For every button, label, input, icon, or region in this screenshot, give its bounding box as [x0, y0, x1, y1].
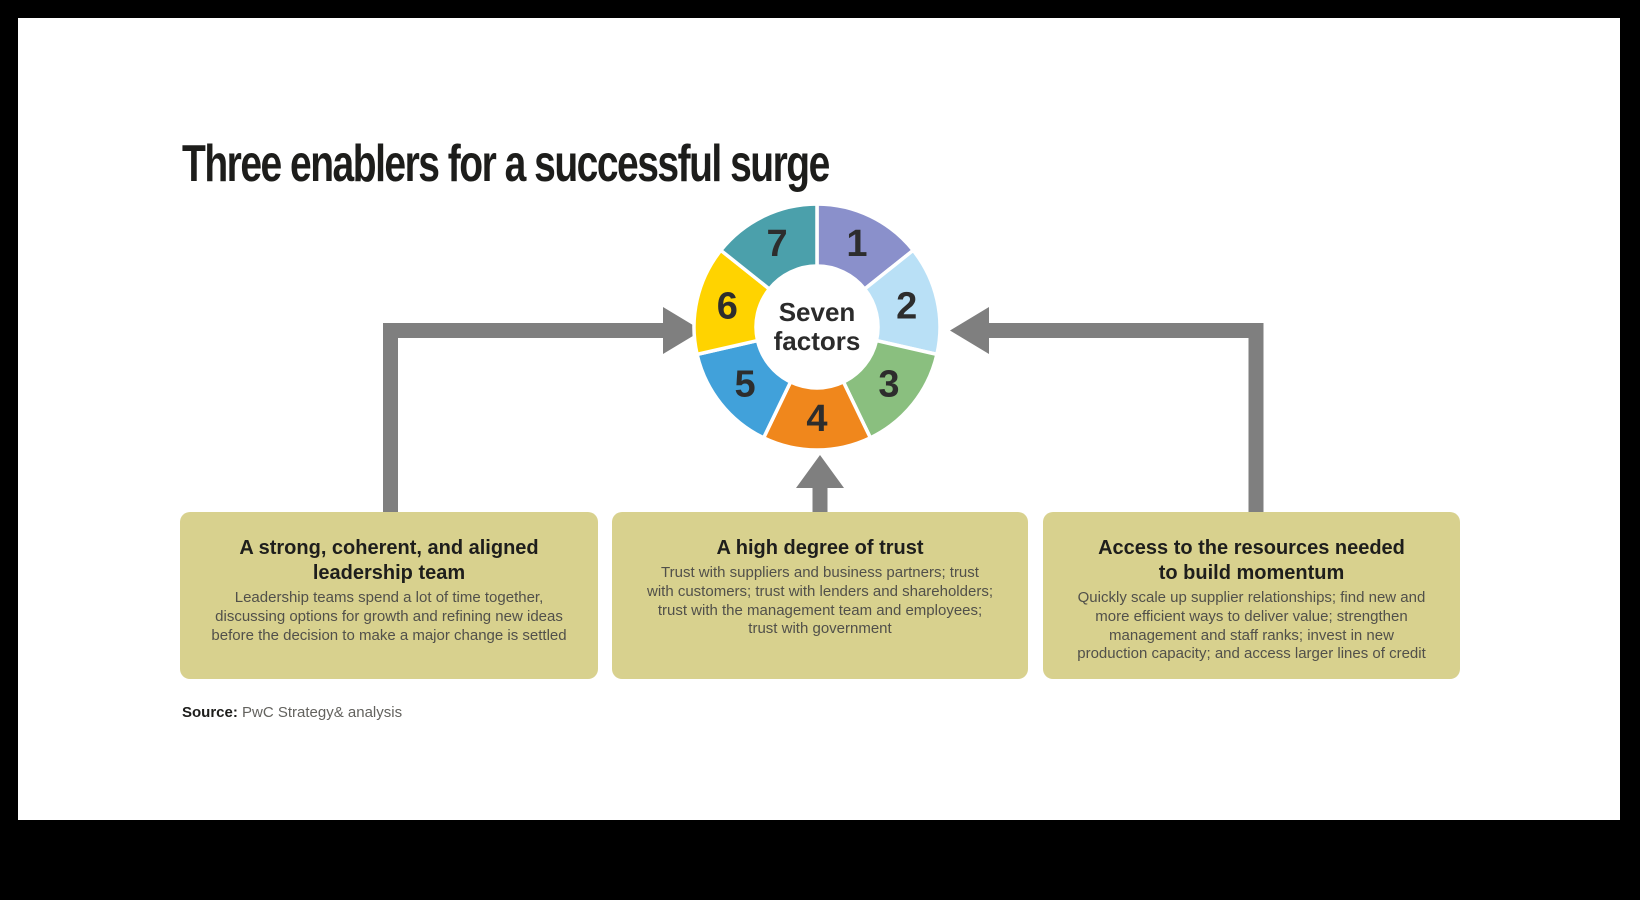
box-heading: A strong, coherent, and aligned leadersh…: [239, 537, 539, 584]
source-line: Source: PwC Strategy& analysis: [182, 704, 402, 721]
donut-segment-number-2: 2: [896, 286, 917, 328]
donut-segment-number-3: 3: [878, 363, 899, 405]
enabler-box-leadership: A strong, coherent, and aligned leadersh…: [180, 512, 598, 679]
box-heading: A high degree of trust: [716, 537, 924, 559]
enabler-box-trust: A high degree of trust Trust with suppli…: [612, 512, 1028, 679]
source-label: Source:: [182, 704, 238, 721]
box-body: Trust with suppliers and business partne…: [647, 564, 993, 638]
arrow-middle: [796, 455, 844, 512]
donut-segment-number-6: 6: [717, 286, 738, 328]
enabler-box-resources: Access to the resources needed to build …: [1043, 512, 1460, 679]
donut-center-label: Seven factors: [773, 297, 861, 356]
seven-factors-diagram: 12 3 4 5 67: [383, 202, 1264, 512]
donut-segment-number-4: 4: [806, 398, 827, 440]
box-heading: Access to the resources needed to build …: [1098, 537, 1405, 584]
donut-segment-number-5: 5: [735, 363, 756, 405]
page-title: Three enablers for a successful surge: [182, 135, 830, 193]
arrow-left: [383, 307, 702, 512]
donut-segments: 12 3 4 5 67: [692, 202, 942, 452]
donut-segment-number-1: 1: [846, 223, 867, 265]
source-text: PwC Strategy& analysis: [242, 704, 403, 721]
box-body: Quickly scale up supplier relationships;…: [1077, 589, 1426, 663]
arrow-right: [950, 307, 1264, 512]
box-body: Leadership teams spend a lot of time tog…: [211, 589, 567, 644]
donut-segment-7: [719, 202, 819, 291]
donut-segment-number-7: 7: [767, 223, 788, 265]
